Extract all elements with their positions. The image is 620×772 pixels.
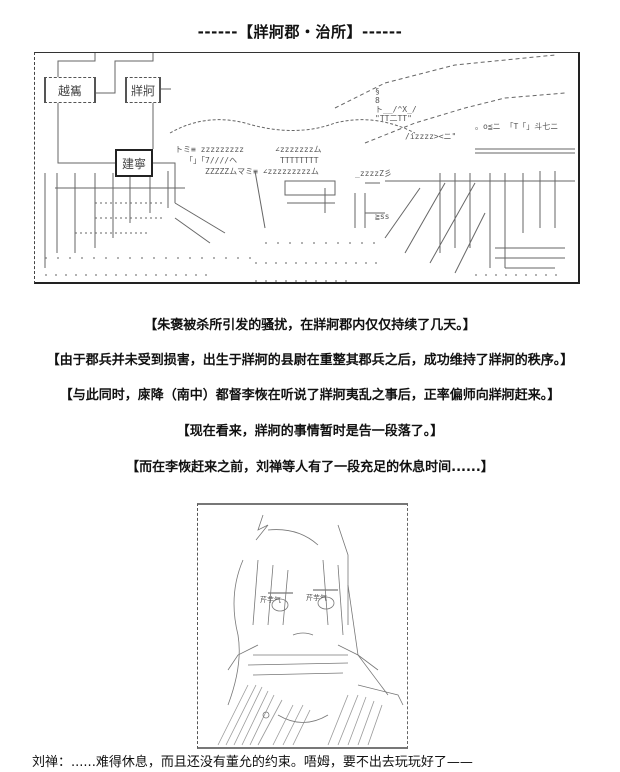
aa-zzz-row-4: ZZZZZムマミ≡ ∠zzzzzzzzzム bbox=[205, 167, 319, 176]
aa-eye-right: 芹芋气 bbox=[306, 594, 327, 602]
map-node-jianning: 建寧 bbox=[115, 149, 153, 177]
narration-line-2: 【由于郡兵并未受到损害，出生于牂牁的县尉在重整其郡兵之后，成功维持了牂牁的秩序。… bbox=[46, 353, 574, 368]
aa-left-ladder: 「」「7////ヘ bbox=[185, 156, 238, 165]
dialogue-speaker: 刘禅 bbox=[32, 755, 59, 770]
scene-illustration: 越巂 牂牁 建寧 トミ≡ zzzzzzzzz ∠zzzzzzzム TTTTTTT… bbox=[34, 52, 580, 284]
aa-lantern: § 8 ト__/^X_/ "TT二TT" bbox=[375, 87, 417, 123]
narration-line-5: 【而在李恢赶来之前，刘禅等人有了一段充足的休息时间......】 bbox=[126, 460, 494, 475]
dialogue-line: 刘禅：......难得休息，而且还没有董允的约束。唔姆，要不出去玩玩好了—— bbox=[32, 751, 473, 770]
map-label-jianning: 建寧 bbox=[121, 156, 146, 171]
aa-zzz-row-3: TTTTTTTT bbox=[280, 156, 319, 165]
aa-zzz-row-1: トミ≡ zzzzzzzzz bbox=[175, 145, 244, 154]
character-portrait: 芹芋气 芹芋气 bbox=[197, 503, 408, 749]
scene-linework bbox=[44, 53, 575, 282]
dialogue-text: ......难得休息，而且还没有董允的约束。唔姆，要不出去玩玩好了—— bbox=[71, 755, 473, 770]
aa-right-terraces: 。o≦ニ 「T「」斗七ニ bbox=[475, 122, 559, 131]
map-node-zangke: 牂牁 bbox=[125, 77, 161, 103]
narration-line-1: 【朱褒被杀所引发的骚扰，在牂牁郡内仅仅持续了几天。】 bbox=[144, 318, 476, 333]
dialogue-separator: ： bbox=[58, 755, 72, 770]
portrait-linework bbox=[217, 514, 404, 746]
page-title: ------【牂牁郡・治所】------ bbox=[197, 23, 403, 41]
map-label-zangke: 牂牁 bbox=[130, 83, 155, 98]
aa-small-eq: ≧ss bbox=[375, 212, 390, 221]
aa-zzz-row-5: _zzzzZ彡 bbox=[355, 169, 392, 178]
narration-line-4: 【现在看来，牂牁的事情暂时是告一段落了。】 bbox=[176, 424, 444, 439]
map-label-yuexi: 越巂 bbox=[57, 83, 82, 98]
aa-eye-left: 芹芋气 bbox=[260, 596, 281, 604]
map-node-yuexi: 越巂 bbox=[44, 77, 96, 103]
aa-roof-right: /izzzz><ニ" bbox=[405, 132, 457, 141]
aa-zzz-row-2: ∠zzzzzzzム bbox=[275, 145, 322, 154]
narration-line-3: 【与此同时，庲降（南中）都督李恢在听说了牂牁夷乱之事后，正率偏师向牂牁赶来。】 bbox=[59, 388, 561, 403]
